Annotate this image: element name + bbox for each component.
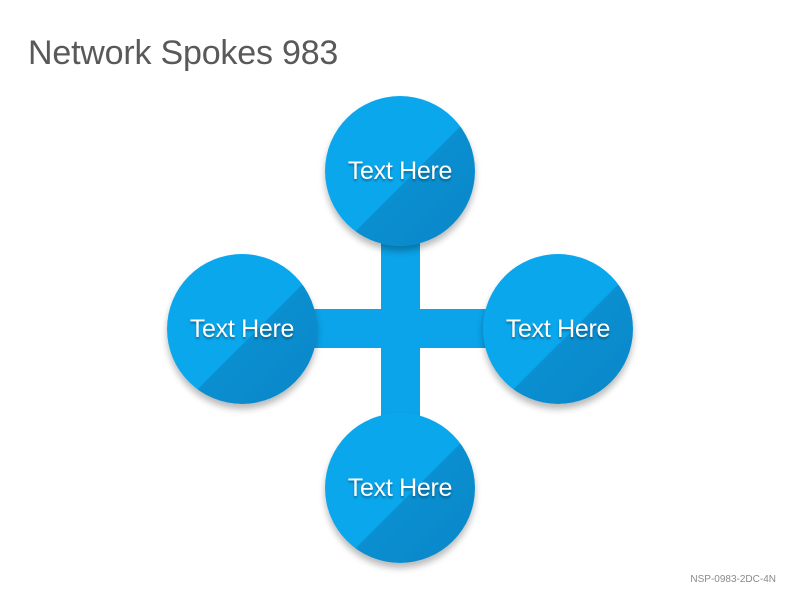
spoke-node-bottom-label: Text Here: [347, 473, 453, 502]
spoke-node-top-label: Text Here: [347, 156, 453, 185]
slide-title: Network Spokes 983: [28, 34, 339, 72]
slide-footer-code: NSP-0983-2DC-4N: [690, 574, 776, 585]
spoke-node-top[interactable]: Text Here: [325, 96, 475, 246]
spoke-node-right-label: Text Here: [505, 314, 611, 343]
spoke-node-bottom[interactable]: Text Here: [325, 413, 475, 563]
spoke-node-left[interactable]: Text Here: [167, 254, 317, 404]
spoke-node-right[interactable]: Text Here: [483, 254, 633, 404]
spoke-node-left-label: Text Here: [189, 314, 295, 343]
